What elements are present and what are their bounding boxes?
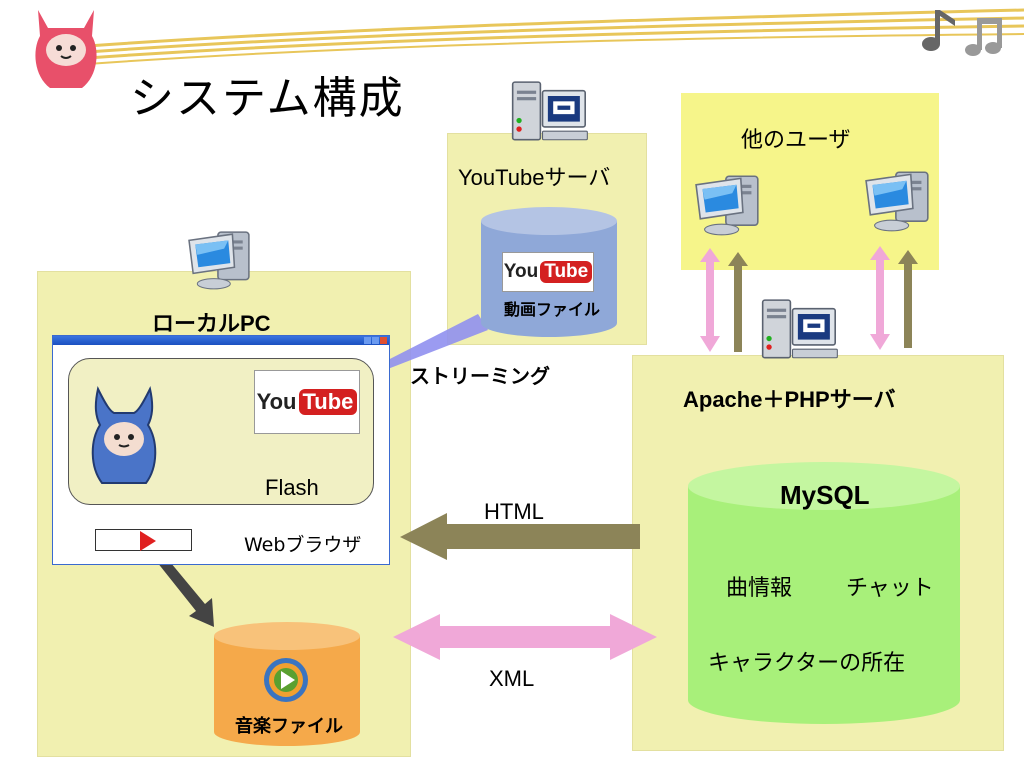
youtube-logo-tube: Tube (298, 389, 358, 415)
db-item-chat: チャット (846, 576, 934, 601)
youtube-logo-you: You (503, 261, 539, 282)
window-controls (364, 337, 387, 344)
character-icon (91, 386, 157, 484)
user-arrows-right (870, 246, 918, 350)
monitor-icon (695, 175, 759, 236)
browser-titlebar (53, 336, 389, 345)
user-arrows-left (700, 248, 748, 352)
music-file-label: 音楽ファイル (235, 716, 343, 737)
browser-label: Webブラウザ (244, 534, 362, 556)
db-item-character: キャラクターの所在 (708, 651, 906, 676)
db-item-song: 曲情報 (726, 576, 793, 601)
music-arrow (153, 551, 214, 627)
monitor-icon (188, 231, 250, 290)
music-notes-icon (922, 10, 1002, 56)
youtube-logo: You Tube (254, 370, 360, 434)
youtube-server-label: YouTubeサーバ (458, 165, 611, 190)
html-label: HTML (484, 499, 544, 524)
video-file-label: 動画ファイル (504, 300, 601, 319)
server-icon (511, 81, 589, 141)
youtube-logo-you: You (256, 389, 297, 414)
server-icon (761, 299, 839, 359)
media-player-icon (264, 658, 308, 702)
maximize-icon[interactable] (372, 337, 379, 344)
youtube-logo: You Tube (502, 252, 594, 292)
local-pc-label: ローカルPC (152, 311, 271, 336)
minimize-icon[interactable] (364, 337, 371, 344)
close-icon[interactable] (380, 337, 387, 344)
flash-label: Flash (265, 475, 319, 500)
html-arrow (400, 513, 640, 560)
streaming-label: ストリーミング (410, 364, 550, 388)
xml-arrow (393, 614, 657, 660)
xml-label: XML (489, 666, 535, 691)
mysql-label: MySQL (780, 480, 870, 510)
other-users-label: 他のユーザ (741, 128, 851, 153)
monitor-icon (865, 171, 929, 232)
header-stripes (59, 8, 1024, 67)
play-icon[interactable] (138, 530, 158, 552)
character-icon (35, 10, 97, 88)
page-title: システム構成 (130, 73, 405, 124)
mysql-cylinder (688, 462, 960, 724)
apache-server-label: Apache＋PHPサーバ (683, 387, 896, 412)
youtube-logo-tube: Tube (540, 261, 593, 283)
